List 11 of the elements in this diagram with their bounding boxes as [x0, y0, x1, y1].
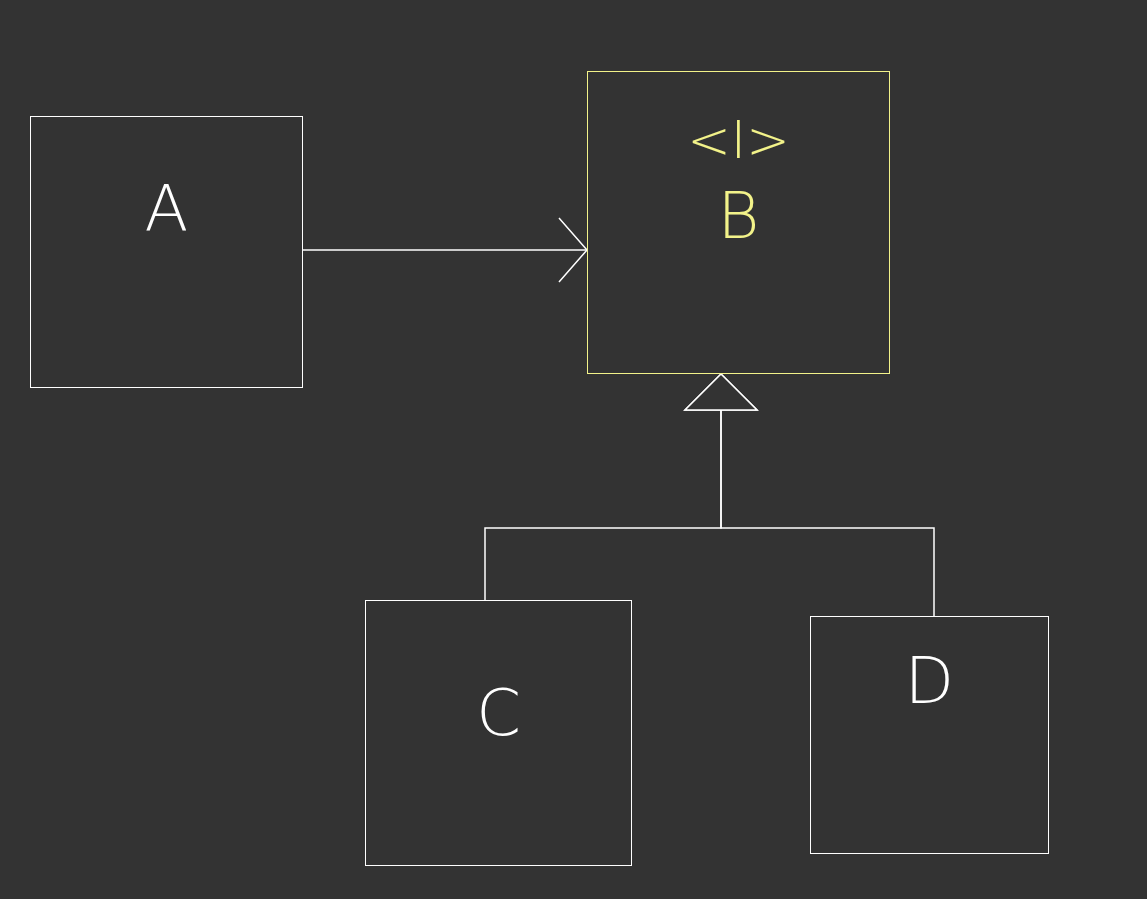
class-name: D [904, 649, 955, 713]
class-box [365, 600, 632, 866]
class-box [30, 116, 303, 388]
class-name: A [144, 177, 189, 241]
class-name: B [717, 184, 760, 248]
class-box [587, 71, 890, 374]
stereotype-label: <I> [687, 114, 790, 166]
arrow [684, 373, 935, 617]
arrow [302, 217, 588, 283]
class-box [810, 616, 1049, 854]
class-name: C [476, 681, 521, 745]
